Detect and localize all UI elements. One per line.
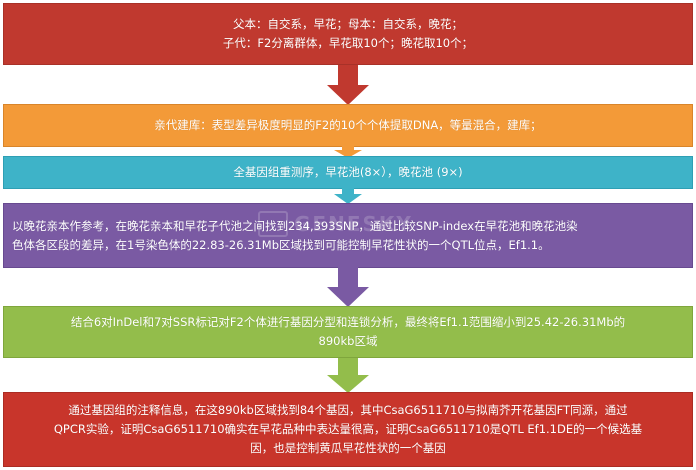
down-arrow-icon [327, 358, 369, 393]
step-4-qtl-box: 以晚花亲本作参考，在晚花亲本和早花子代池之间找到234,393SNP，通过比较S… [3, 203, 693, 268]
down-arrow-icon [327, 65, 369, 105]
step-3-sequencing-box: 全基因组重测序，早花池(8×），晚花池 (9×) [3, 156, 693, 189]
step-1-line-1: 父本：自交系，早花；母本：自交系，晚花； [233, 17, 463, 31]
step-2-library-box: 亲代建库：表型差异极度明显的F2的10个个体提取DNA，等量混合，建库； [3, 104, 693, 147]
step-3-line-1: 全基因组重测序，早花池(8×），晚花池 (9×) [233, 165, 463, 179]
step-4-line-2: 色体各区段的差异，在1号染色体的22.83-26.31Mb区域找到可能控制早花性… [12, 237, 550, 252]
genesky-watermark: GENESKY [258, 208, 448, 240]
watermark-text: GENESKY [294, 212, 413, 236]
step-1-parents-box: 父本：自交系，早花；母本：自交系，晚花； 子代：F2分离群体，早花取10个；晚花… [3, 3, 693, 65]
down-arrow-icon [327, 267, 369, 307]
step-6-candidate-gene-box: 通过基因组的注释信息，在这890kb区域找到84个基因，其中CsaG651171… [3, 392, 693, 467]
step-5-line-2: 890kb区域 [318, 334, 378, 348]
step-6-line-2: QPCR实验，证明CsaG6511710确实在早花品种中表达量很高，证明CsaG… [53, 422, 643, 436]
step-5-line-1: 结合6对InDel和7对SSR标记对F2个体进行基因分型和连锁分析，最终将Ef1… [70, 315, 626, 329]
down-arrow-icon [334, 146, 362, 158]
step-4-line-1: 以晚花亲本作参考，在晚花亲本和早花子代池之间找到234,393SNP，通过比较S… [12, 218, 578, 233]
step-5-mapping-box: 结合6对InDel和7对SSR标记对F2个体进行基因分型和连锁分析，最终将Ef1… [3, 306, 693, 358]
genesky-logo-icon [258, 211, 288, 237]
step-1-line-2: 子代：F2分离群体，早花取10个；晚花取10个； [222, 36, 474, 50]
step-2-line-1: 亲代建库：表型差异极度明显的F2的10个个体提取DNA，等量混合，建库； [154, 118, 542, 132]
step-6-line-3: 因，也是控制黄瓜早花性状的一个基因 [250, 441, 446, 455]
down-arrow-icon [334, 188, 362, 204]
step-6-line-1: 通过基因组的注释信息，在这890kb区域找到84个基因，其中CsaG651171… [68, 403, 628, 417]
